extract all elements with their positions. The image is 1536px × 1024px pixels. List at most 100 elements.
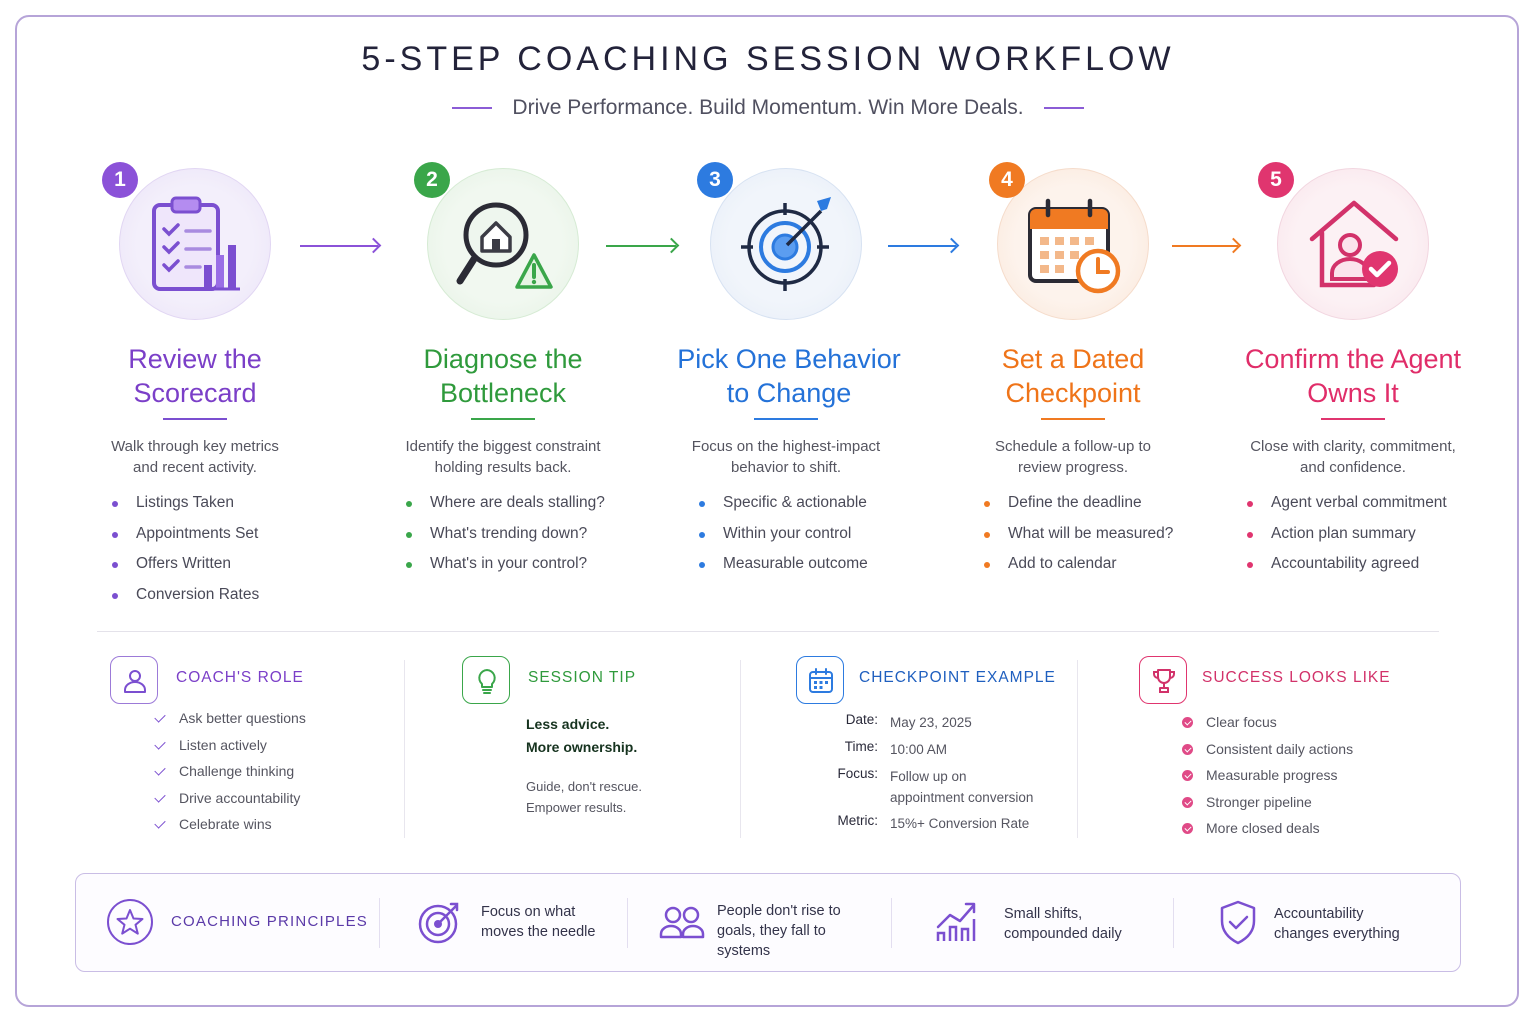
principle-line: systems xyxy=(717,943,771,959)
step-5-desc-line-2: and confidence. xyxy=(1300,459,1406,476)
star-icon xyxy=(107,899,153,945)
step-2-icon-circle xyxy=(427,168,579,320)
tip-line-1: Less advice. xyxy=(526,716,610,732)
step-3-bullets: Specific & actionable Within your contro… xyxy=(699,494,868,586)
success-list: Clear focus Consistent daily actions Mea… xyxy=(1182,714,1353,847)
principle-line: goals, they fall to xyxy=(717,923,826,939)
step-4-title-line-2: Checkpoint xyxy=(1005,378,1141,408)
list-item: Ask better questions xyxy=(155,710,306,737)
principle-divider xyxy=(627,898,628,948)
page-title: 5-STEP COACHING SESSION WORKFLOW xyxy=(361,40,1175,78)
session-tip-main: Less advice. More ownership. xyxy=(526,713,637,759)
principle-line: Focus on what xyxy=(481,904,576,920)
step-4-desc-line-1: Schedule a follow-up to xyxy=(995,438,1151,455)
person-icon xyxy=(110,656,158,704)
calendar-icon xyxy=(796,656,844,704)
house-person-check-icon xyxy=(1309,200,1399,288)
date-value: May 23, 2025 xyxy=(890,715,972,730)
list-item: Celebrate wins xyxy=(155,816,306,843)
principle-text: People don't rise to goals, they fall to… xyxy=(717,901,841,961)
step-5-description: Close with clarity, commitment, and conf… xyxy=(1203,436,1503,478)
page-subtitle: Drive Performance. Build Momentum. Win M… xyxy=(512,96,1024,119)
list-item: Drive accountability xyxy=(155,790,306,817)
step-5-underline xyxy=(1321,418,1385,420)
target-icon xyxy=(418,902,459,944)
bullet-item: Define the deadline xyxy=(984,494,1173,525)
subtitle-row: Drive Performance. Build Momentum. Win M… xyxy=(0,96,1536,120)
step-1-underline xyxy=(163,418,227,420)
step-5-bullets: Agent verbal commitment Action plan summ… xyxy=(1247,494,1447,586)
bullet-item: Listings Taken xyxy=(112,494,259,525)
step-4-desc-line-2: review progress. xyxy=(1017,459,1129,476)
bullet-item: Specific & actionable xyxy=(699,494,868,525)
success-title: SUCCESS LOOKS LIKE xyxy=(1202,669,1391,686)
bullet-item: What's trending down? xyxy=(406,525,605,556)
bullet-item: Measurable outcome xyxy=(699,555,868,586)
step-4-bullets: Define the deadline What will be measure… xyxy=(984,494,1173,586)
step-4-icon-circle xyxy=(997,168,1149,320)
principle-line: changes everything xyxy=(1274,926,1400,942)
bullet-item: Within your control xyxy=(699,525,868,556)
page-frame xyxy=(15,15,1519,1007)
trophy-icon xyxy=(1139,656,1187,704)
step-1-desc-line-1: Walk through key metrics xyxy=(111,438,279,455)
bullet-item: What will be measured? xyxy=(984,525,1173,556)
bullet-item: Appointments Set xyxy=(112,525,259,556)
divider-left xyxy=(452,107,493,109)
principle-line: moves the needle xyxy=(481,924,596,940)
checkpoint-example-title: CHECKPOINT EXAMPLE xyxy=(859,669,1056,686)
column-divider xyxy=(740,660,741,838)
lightbulb-icon xyxy=(462,656,510,704)
step-4-title: Set a Dated Checkpoint xyxy=(928,342,1218,410)
step-1-icon-circle xyxy=(119,168,271,320)
list-item: Listen actively xyxy=(155,737,306,764)
principle-line: compounded daily xyxy=(1004,926,1122,942)
step-3-title-line-2: to Change xyxy=(726,378,852,408)
time-value: 10:00 AM xyxy=(890,742,948,757)
principle-divider xyxy=(379,898,380,948)
focus-value: Follow up on appointment conversion xyxy=(890,766,1060,808)
step-1-title-line-2: Scorecard xyxy=(133,378,257,408)
metric-value: 15%+ Conversion Rate xyxy=(890,816,1030,831)
list-item: Stronger pipeline xyxy=(1182,794,1353,821)
focus-line-1: Follow up on xyxy=(890,769,967,784)
step-5-icon-circle xyxy=(1277,168,1429,320)
bullet-item: Offers Written xyxy=(112,555,259,586)
step-3-description: Focus on the highest-impact behavior to … xyxy=(641,436,931,478)
bullet-item: Add to calendar xyxy=(984,555,1173,586)
principle-text: Small shifts, compounded daily xyxy=(1004,904,1122,944)
step-2-title-line-1: Diagnose the xyxy=(423,344,583,374)
step-4-title-line-1: Set a Dated xyxy=(1001,344,1145,374)
list-item: Consistent daily actions xyxy=(1182,741,1353,768)
bullet-item: Action plan summary xyxy=(1247,525,1447,556)
step-4-number-badge: 4 xyxy=(989,162,1025,198)
bullet-item: What's in your control? xyxy=(406,555,605,586)
session-tip-detail: Guide, don't rescue. Empower results. xyxy=(526,776,642,818)
focus-label: Focus: xyxy=(837,766,878,781)
focus-line-2: appointment conversion xyxy=(890,790,1034,805)
step-5-number-badge: 5 xyxy=(1258,162,1294,198)
session-tip-title: SESSION TIP xyxy=(528,669,637,686)
clipboard-chart-icon xyxy=(152,196,240,291)
step-2-underline xyxy=(471,418,535,420)
step-5-desc-line-1: Close with clarity, commitment, xyxy=(1250,438,1456,455)
list-item: More closed deals xyxy=(1182,820,1353,847)
step-1-bullets: Listings Taken Appointments Set Offers W… xyxy=(112,494,259,616)
people-icon xyxy=(659,906,705,939)
step-1-title: Review the Scorecard xyxy=(50,342,340,410)
step-2-bullets: Where are deals stalling? What's trendin… xyxy=(406,494,605,586)
step-5-title-line-1: Confirm the Agent xyxy=(1244,344,1462,374)
principle-line: Small shifts, xyxy=(1004,906,1083,922)
principle-divider xyxy=(1173,898,1174,948)
step-2-title-line-2: Bottleneck xyxy=(439,378,567,408)
shield-check-icon xyxy=(1220,900,1256,945)
tip-detail-line-1: Guide, don't rescue. xyxy=(526,779,642,794)
step-2-desc-line-2: holding results back. xyxy=(434,459,572,476)
arrow-1-2 xyxy=(300,245,378,247)
bullet-item: Agent verbal commitment xyxy=(1247,494,1447,525)
step-3-desc-line-1: Focus on the highest-impact xyxy=(691,438,881,455)
bullet-item: Conversion Rates xyxy=(112,586,259,617)
step-2-desc-line-1: Identify the biggest constraint xyxy=(405,438,601,455)
principle-line: People don't rise to xyxy=(717,903,841,919)
growth-chart-icon xyxy=(936,902,976,941)
